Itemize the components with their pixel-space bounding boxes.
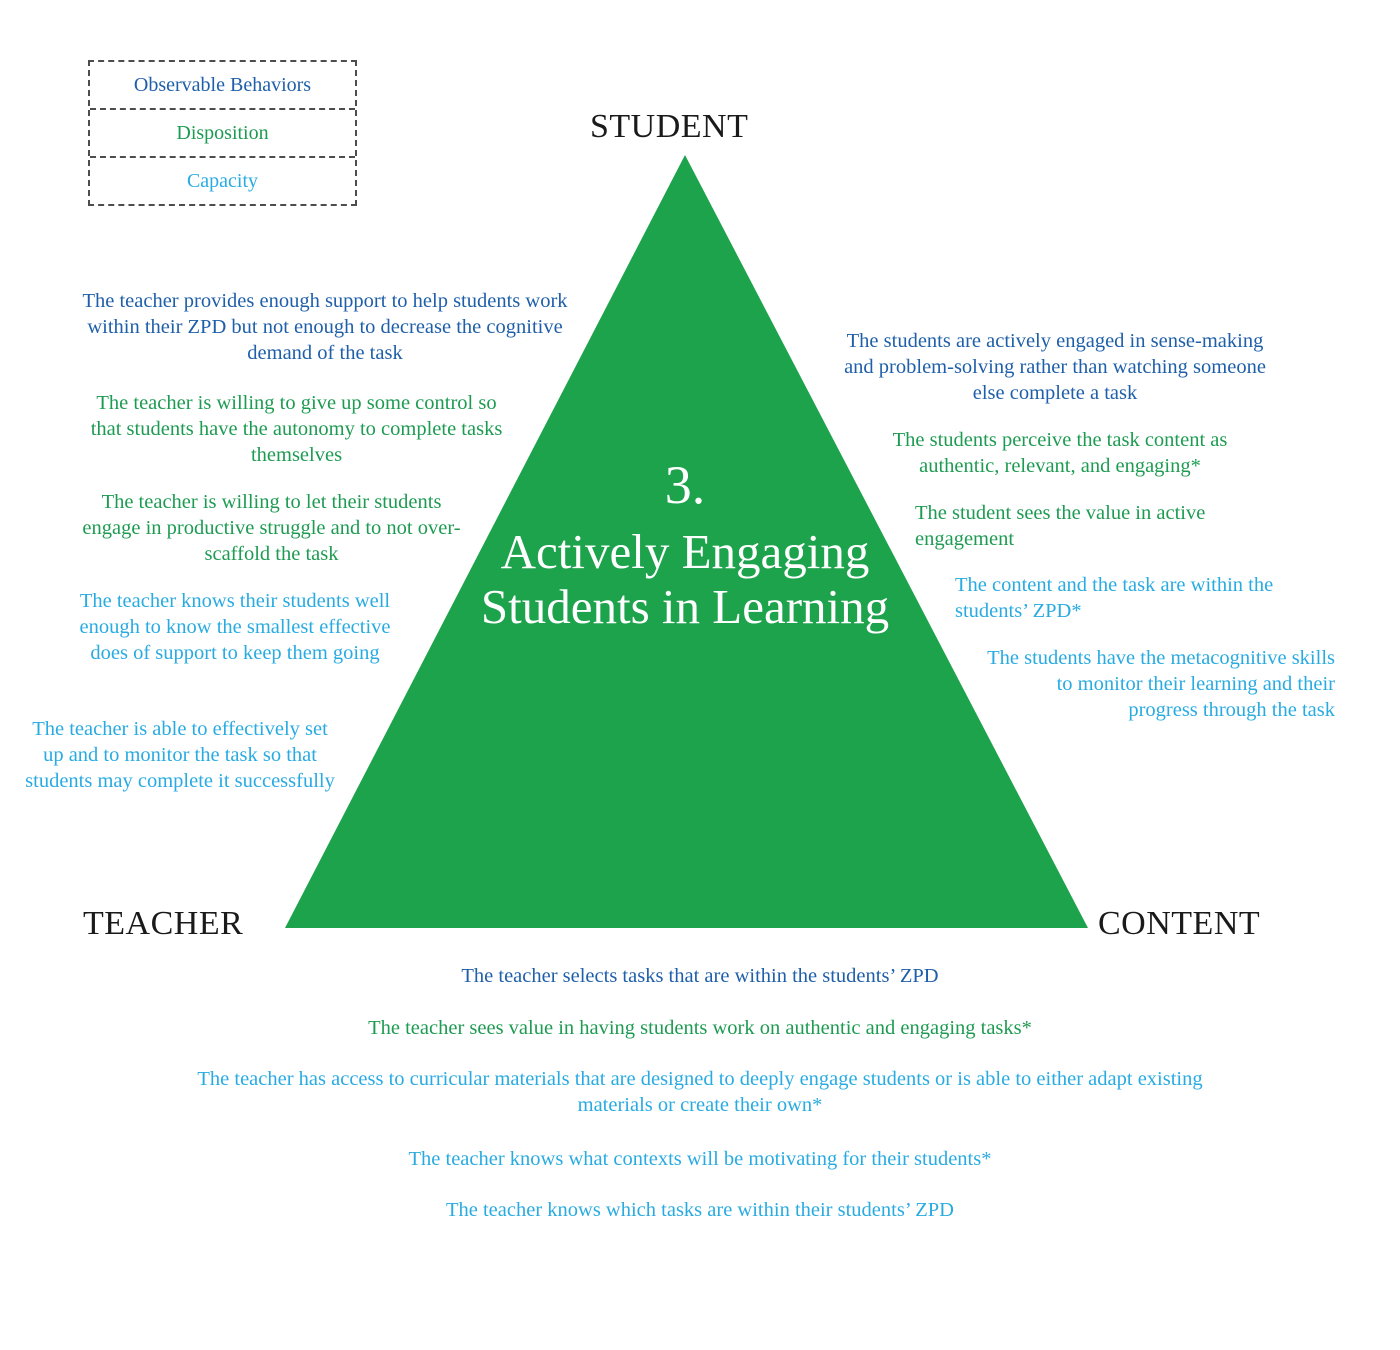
note-left-3: The teacher is willing to let their stud…	[82, 491, 461, 566]
note-bottom-4: The teacher knows what contexts will be …	[408, 1148, 992, 1170]
legend-item-disposition: Disposition	[90, 108, 355, 156]
note-left-1: The teacher provides enough support to h…	[82, 290, 568, 365]
note-right-3: The student sees the value in active eng…	[915, 502, 1206, 551]
legend-label-capacity: Capacity	[186, 169, 259, 192]
note-bottom-3: The teacher has access to curricular mat…	[197, 1068, 1203, 1117]
legend-item-capacity: Capacity	[90, 156, 355, 204]
note-left-4: The teacher knows their students well en…	[79, 590, 391, 665]
vertex-label-teacher: TEACHER	[83, 905, 244, 942]
note-right-5: The students have the metacognitive skil…	[987, 647, 1335, 722]
note-left-5: The teacher is able to effectively set u…	[25, 718, 335, 793]
center-number: 3.	[664, 455, 706, 515]
center-title-block: 3. Actively Engaging Students in Learnin…	[430, 455, 940, 635]
legend-item-observable-behaviors: Observable Behaviors	[90, 62, 355, 108]
note-left-2: The teacher is willing to give up some c…	[90, 392, 503, 467]
note-right-1: The students are actively engaged in sen…	[844, 330, 1266, 405]
note-bottom-1: The teacher selects tasks that are withi…	[461, 965, 939, 987]
center-title-text: Actively Engaging Students in Learning	[480, 524, 890, 635]
vertex-label-student: STUDENT	[590, 108, 749, 145]
vertex-label-content: CONTENT	[1098, 905, 1261, 942]
note-bottom-2: The teacher sees value in having student…	[368, 1017, 1032, 1039]
note-right-2: The students perceive the task content a…	[892, 429, 1228, 478]
legend-box: Observable Behaviors Disposition Capacit…	[88, 60, 357, 206]
legend-label-observable-behaviors: Observable Behaviors	[133, 73, 312, 96]
legend-label-disposition: Disposition	[176, 121, 269, 144]
note-right-4: The content and the task are within the …	[955, 574, 1274, 623]
note-bottom-5: The teacher knows which tasks are within…	[445, 1199, 954, 1221]
